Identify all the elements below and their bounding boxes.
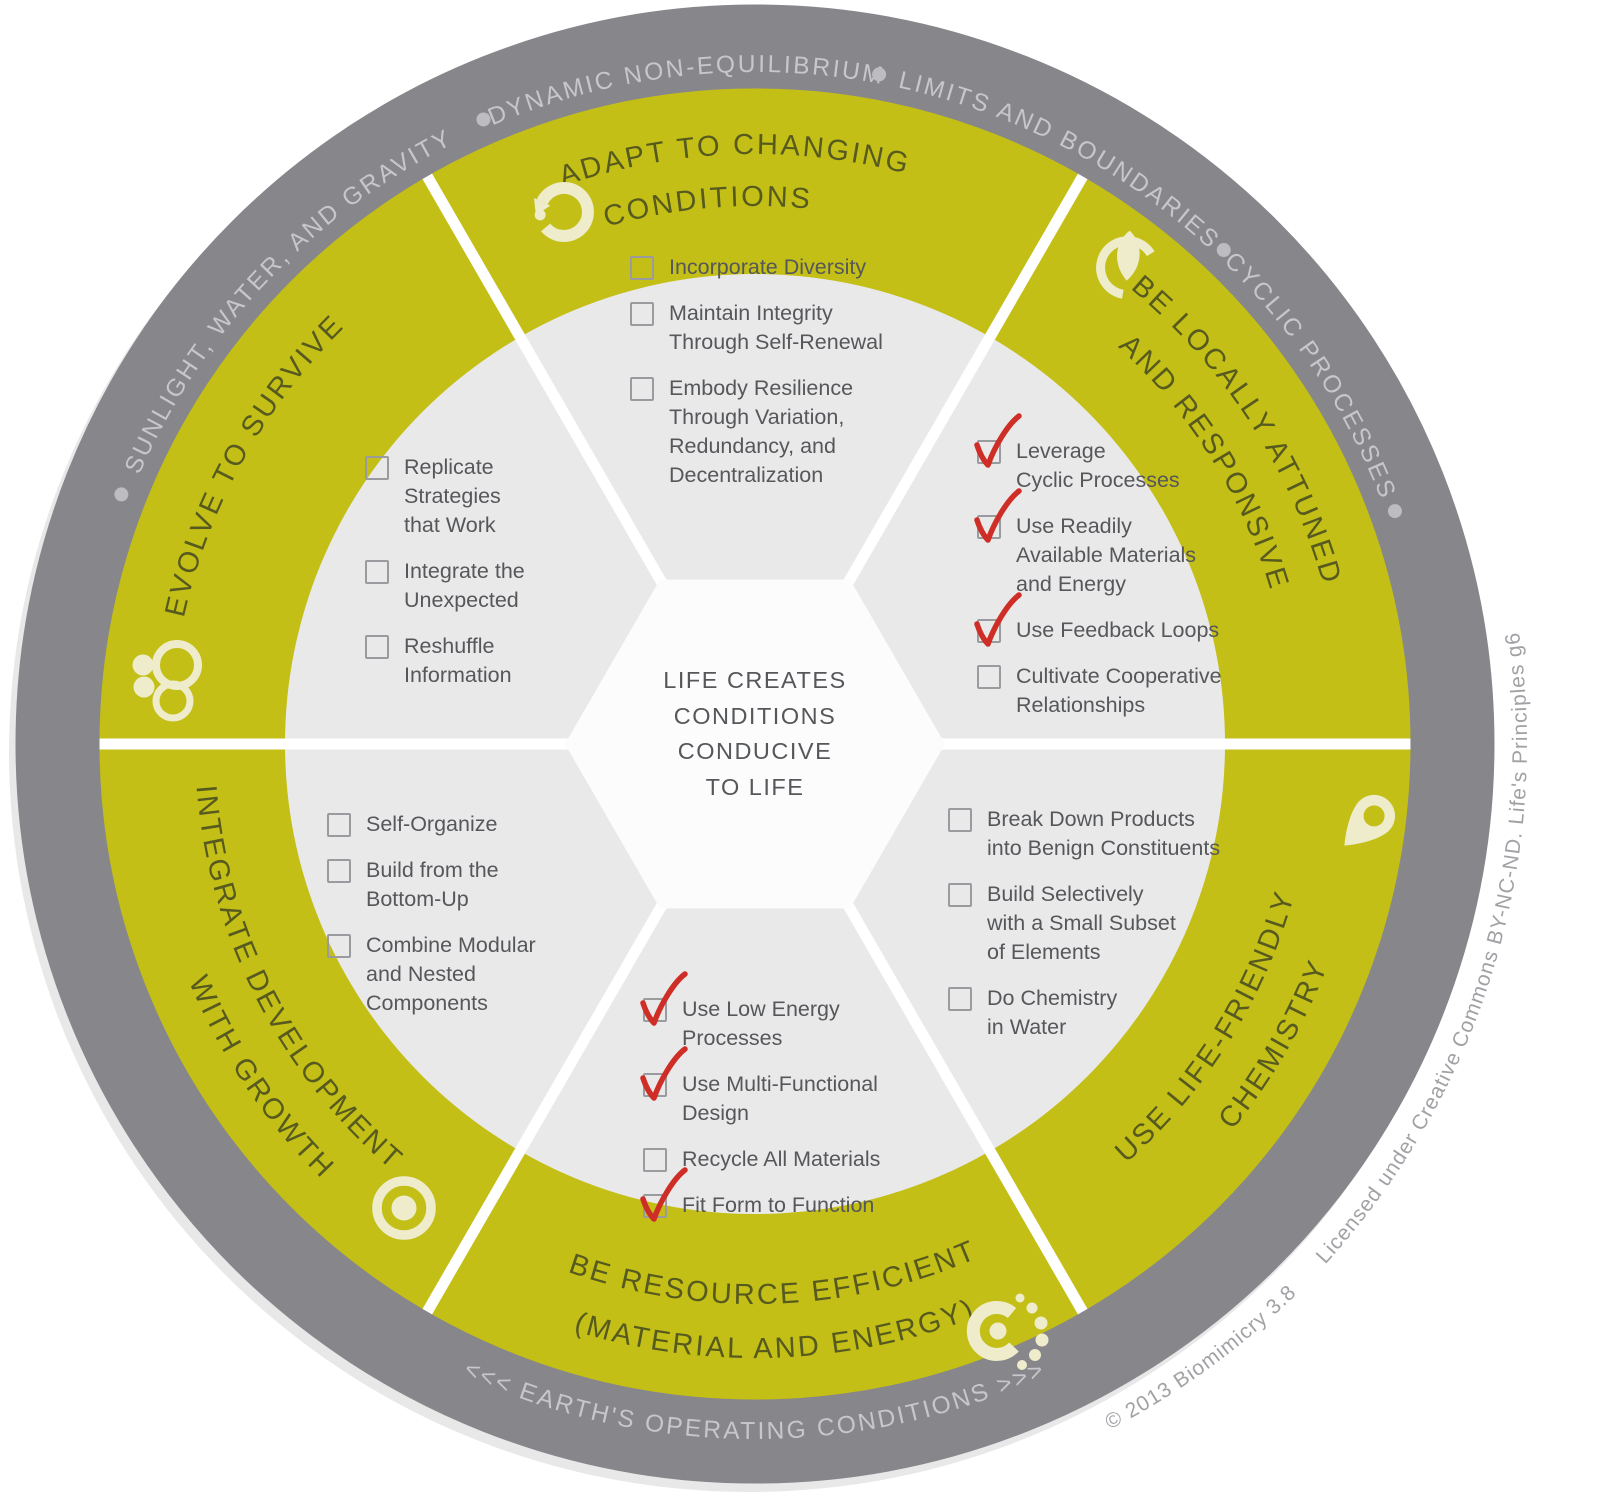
- center-statement-line: LIFE CREATES: [663, 667, 847, 693]
- center-statement-line: TO LIFE: [705, 773, 805, 800]
- segment-divider: [420, 896, 669, 1320]
- checklist-item-label: Maintain Integrity Through Self-Renewal: [669, 301, 883, 354]
- checklist-item-label: Build from the Bottom-Up: [366, 858, 499, 911]
- checklist-locally-attuned: Leverage Cyclic Processes Use Readily Av…: [974, 413, 1297, 737]
- checkbox[interactable]: [640, 1167, 688, 1222]
- checklist-item-label: Use Multi-Functional Design: [682, 1072, 878, 1125]
- checklist-item-label: Replicate Strategies that Work: [404, 455, 501, 537]
- checklist-item-label: Cultivate Cooperative Relationships: [1016, 664, 1222, 717]
- checklist-item: Recycle All Materials: [643, 1145, 963, 1174]
- checkbox[interactable]: [327, 859, 351, 883]
- checkbox[interactable]: [640, 1046, 688, 1101]
- checklist-item-label: Use Readily Available Materials and Ener…: [1016, 514, 1197, 596]
- checklist-chemistry: Break Down Products into Benign Constitu…: [948, 805, 1288, 1059]
- checklist-item-label: Self-Organize: [366, 812, 498, 836]
- checklist-item-label: Incorporate Diversity: [669, 255, 867, 279]
- checklist-evolve: Replicate Strategies that Work Integrate…: [365, 453, 585, 707]
- checklist-item-label: Use Low Energy Processes: [682, 997, 840, 1050]
- checkbox[interactable]: [630, 256, 654, 280]
- checklist-item-label: Combine Modular and Nested Components: [366, 933, 536, 1015]
- check-mark-icon: [640, 1167, 688, 1222]
- checklist-item: Use Low Energy Processes: [640, 971, 963, 1053]
- checklist-item: Maintain Integrity Through Self-Renewal: [630, 299, 950, 357]
- checklist-item-label: Do Chemistry in Water: [987, 986, 1118, 1039]
- leaf-icon: [1096, 230, 1155, 299]
- checkbox[interactable]: [948, 987, 972, 1011]
- checkbox[interactable]: [327, 934, 351, 958]
- checkbox[interactable]: [630, 377, 654, 401]
- ring-bullet: [872, 67, 887, 82]
- checklist-adapt: Incorporate Diversity Maintain Integrity…: [630, 253, 950, 507]
- checklist-item-label: Fit Form to Function: [682, 1193, 875, 1217]
- checklist-item-label: Embody Resilience Through Variation, Red…: [669, 376, 854, 487]
- cells-icon: [132, 640, 202, 722]
- checkbox[interactable]: [365, 635, 389, 659]
- checklist-item-label: Break Down Products into Benign Constitu…: [987, 807, 1221, 860]
- checkbox[interactable]: [974, 488, 1022, 543]
- checklist-resource-efficient: Use Low Energy Processes Use Multi-Funct…: [640, 971, 963, 1237]
- earth-conditions-ring-overlay: [15, 4, 1495, 1484]
- checklist-item-label: Use Feedback Loops: [1016, 618, 1220, 642]
- center-statement-line: CONDITIONS: [673, 702, 837, 729]
- checklist-item: Integrate the Unexpected: [365, 557, 585, 615]
- checklist-item: Leverage Cyclic Processes: [974, 413, 1297, 495]
- checkbox[interactable]: [948, 808, 972, 832]
- particles-icon: [966, 1293, 1049, 1370]
- checklist-item-label: Integrate the Unexpected: [404, 559, 525, 612]
- center-statement: LIFE CREATES CONDITIONS CONDUCIVE TO LIF…: [600, 663, 910, 805]
- checklist-item: Reshuffle Information: [365, 632, 585, 690]
- checklist-item-label: Leverage Cyclic Processes: [1016, 439, 1180, 492]
- droplet-icon: [1344, 795, 1395, 846]
- checklist-item: Build from the Bottom-Up: [327, 856, 647, 914]
- checklist-item: Do Chemistry in Water: [948, 984, 1288, 1042]
- checklist-item-label: Reshuffle Information: [404, 634, 512, 687]
- check-mark-icon: [640, 1046, 688, 1101]
- checkbox[interactable]: [365, 456, 389, 480]
- ring-bullet: [476, 112, 491, 127]
- checkbox[interactable]: [974, 592, 1022, 647]
- ring-bullet: [1387, 504, 1402, 519]
- checklist-item: Replicate Strategies that Work: [365, 453, 585, 540]
- checkbox[interactable]: [365, 560, 389, 584]
- checkbox[interactable]: [327, 813, 351, 837]
- center-hexagon: [565, 579, 945, 909]
- check-mark-icon: [974, 488, 1022, 543]
- checklist-item: Incorporate Diversity: [630, 253, 950, 282]
- checklist-item-label: Recycle All Materials: [682, 1147, 881, 1171]
- checklist-item: Use Readily Available Materials and Ener…: [974, 488, 1297, 599]
- checklist-item: Use Multi-Functional Design: [640, 1046, 963, 1128]
- checklist-item: Cultivate Cooperative Relationships: [977, 662, 1297, 720]
- checklist-item: Combine Modular and Nested Components: [327, 931, 647, 1018]
- checkbox[interactable]: [630, 302, 654, 326]
- ring-bullet: [1216, 243, 1231, 258]
- checklist-item: Use Feedback Loops: [974, 592, 1297, 647]
- checklist-item: Build Selectively with a Small Subset of…: [948, 880, 1288, 967]
- segment-divider: [420, 168, 669, 592]
- center-statement-line: CONDUCIVE: [677, 738, 833, 764]
- checkbox[interactable]: [974, 413, 1022, 468]
- segment-divider: [841, 896, 1090, 1320]
- segment-divider: [841, 168, 1090, 592]
- checklist-item: Break Down Products into Benign Constitu…: [948, 805, 1288, 863]
- bullseye-icon: [372, 1176, 436, 1240]
- checklist-item: Fit Form to Function: [640, 1167, 963, 1222]
- checklist-item-label: Build Selectively with a Small Subset of…: [987, 882, 1176, 964]
- checklist-item: Embody Resilience Through Variation, Red…: [630, 374, 950, 490]
- checklist-integrate-development: Self-Organize Build from the Bottom-Up C…: [327, 810, 647, 1035]
- cycle-arrow-icon: [534, 181, 594, 242]
- ring-bullet: [114, 487, 129, 502]
- checkbox[interactable]: [643, 1148, 667, 1172]
- checklist-item: Self-Organize: [327, 810, 647, 839]
- checkbox[interactable]: [948, 883, 972, 907]
- check-mark-icon: [974, 592, 1022, 647]
- checkbox[interactable]: [977, 665, 1001, 689]
